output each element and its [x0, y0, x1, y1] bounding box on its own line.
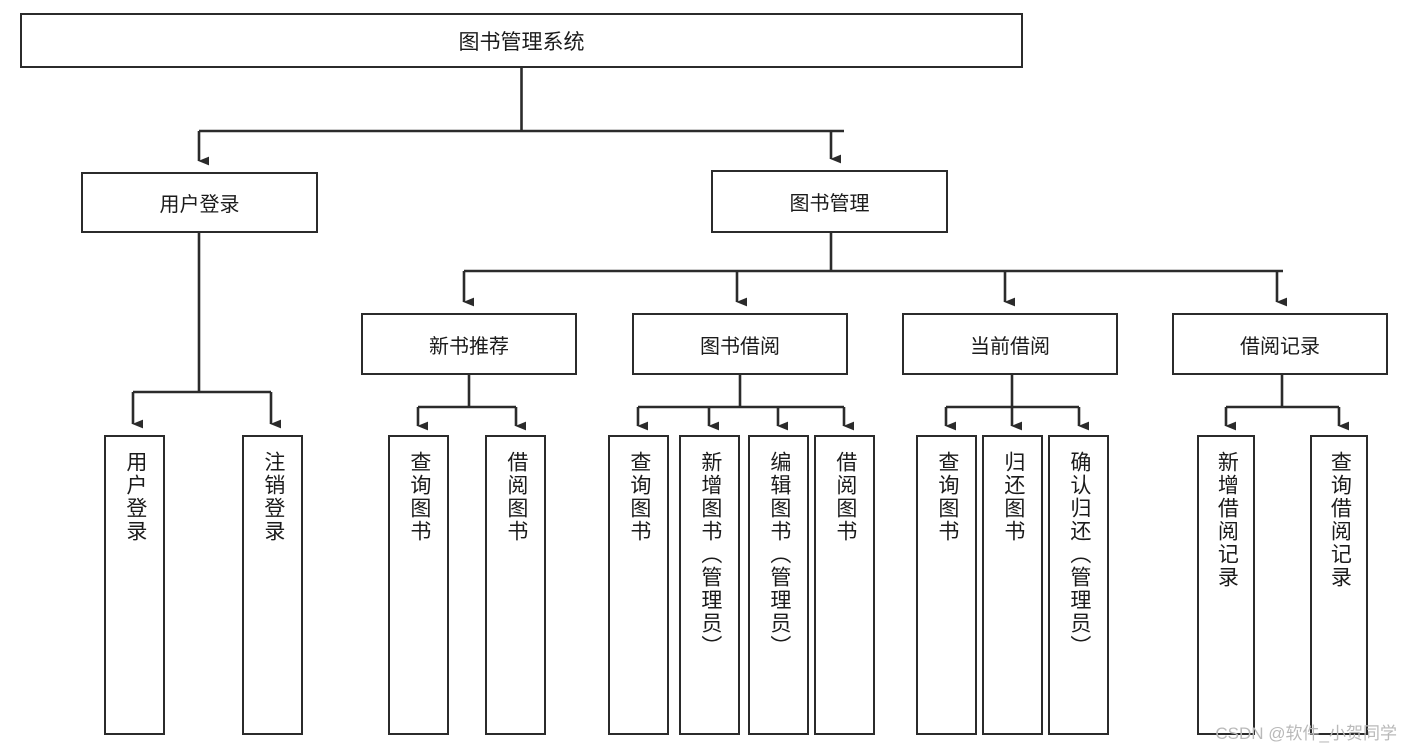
node-leaf-query-book-current[interactable]: 查询图书: [916, 435, 977, 735]
node-leaf-query-borrow-record[interactable]: 查询借阅记录: [1310, 435, 1368, 735]
node-leaf-user-login-label: 用户登录: [123, 451, 147, 543]
node-borrow-record-label: 借阅记录: [1240, 335, 1320, 358]
node-current-borrow[interactable]: 当前借阅: [902, 313, 1118, 375]
node-leaf-add-borrow-record-label: 新增借阅记录: [1215, 451, 1239, 589]
node-current-borrow-label: 当前借阅: [970, 335, 1050, 358]
node-leaf-borrow-book-recommend[interactable]: 借阅图书: [485, 435, 546, 735]
node-book-management[interactable]: 图书管理: [711, 170, 948, 233]
node-leaf-edit-book-admin[interactable]: 编辑图书（管理员）: [748, 435, 809, 735]
node-leaf-query-borrow-record-label: 查询借阅记录: [1328, 451, 1352, 589]
node-leaf-query-book-recommend-label: 查询图书: [407, 451, 431, 543]
node-leaf-edit-book-admin-label: 编辑图书（管理员）: [767, 451, 791, 658]
node-leaf-add-book-admin-label: 新增图书（管理员）: [698, 451, 722, 658]
watermark-text: CSDN @软件_小贺同学: [1215, 724, 1397, 743]
node-new-book-recommend[interactable]: 新书推荐: [361, 313, 577, 375]
node-leaf-confirm-return-admin[interactable]: 确认归还（管理员）: [1048, 435, 1109, 735]
node-leaf-borrow-book-recommend-label: 借阅图书: [504, 451, 528, 543]
node-leaf-query-book-borrow-label: 查询图书: [627, 451, 651, 543]
node-new-book-recommend-label: 新书推荐: [429, 335, 509, 358]
node-leaf-return-book[interactable]: 归还图书: [982, 435, 1043, 735]
node-book-management-label: 图书管理: [789, 193, 870, 215]
node-borrow-record[interactable]: 借阅记录: [1172, 313, 1388, 375]
node-user-login[interactable]: 用户登录: [81, 172, 318, 233]
node-leaf-add-book-admin[interactable]: 新增图书（管理员）: [679, 435, 740, 735]
node-leaf-return-book-label: 归还图书: [1001, 451, 1025, 543]
node-leaf-logout-label: 注销登录: [261, 451, 285, 543]
node-leaf-confirm-return-admin-label: 确认归还（管理员）: [1067, 451, 1091, 658]
node-leaf-borrow-book-label: 借阅图书: [833, 451, 857, 543]
node-book-borrow-label: 图书借阅: [700, 335, 780, 358]
node-leaf-query-book-recommend[interactable]: 查询图书: [388, 435, 449, 735]
node-leaf-borrow-book[interactable]: 借阅图书: [814, 435, 875, 735]
node-leaf-query-book-current-label: 查询图书: [935, 451, 959, 543]
node-leaf-user-login[interactable]: 用户登录: [104, 435, 165, 735]
node-root[interactable]: 图书管理系统: [20, 13, 1023, 68]
node-leaf-logout[interactable]: 注销登录: [242, 435, 303, 735]
node-book-borrow[interactable]: 图书借阅: [632, 313, 848, 375]
node-user-login-label: 用户登录: [159, 194, 240, 216]
node-root-label: 图书管理系统: [458, 30, 585, 54]
node-leaf-add-borrow-record[interactable]: 新增借阅记录: [1197, 435, 1255, 735]
node-leaf-query-book-borrow[interactable]: 查询图书: [608, 435, 669, 735]
